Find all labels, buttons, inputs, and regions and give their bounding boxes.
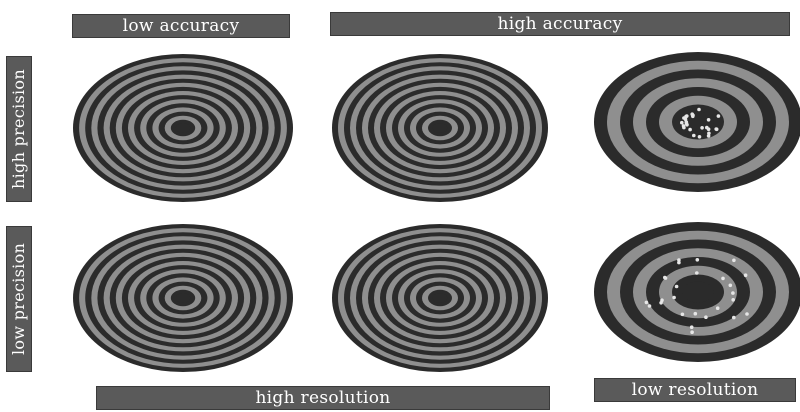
hit-dot [707,132,711,136]
hit-dot [682,126,686,130]
hit-dot [696,258,700,262]
hit-dot [732,259,736,263]
target-2 [332,54,548,202]
target-bullseye [176,123,191,133]
target-bullseye [682,282,713,303]
hit-dot [648,304,652,308]
hit-dot [680,121,684,125]
hit-dot [695,271,699,275]
hit-dot [697,108,701,112]
hit-dot [690,330,694,334]
hit-dot [690,112,694,116]
hit-dot [744,273,748,277]
hit-dot [685,114,689,118]
hit-dot [729,284,733,288]
hit-dot [716,306,720,310]
hit-dot [707,127,711,131]
hit-dot [690,325,694,329]
hit-dot [645,301,649,305]
target-1 [73,54,293,202]
target-6 [594,222,800,362]
hit-dot [694,312,698,316]
hit-dot [688,128,692,132]
target-3 [594,52,800,192]
hit-dot [745,312,749,316]
hit-dot [684,118,688,122]
target-bullseye [176,293,191,303]
hit-dot [660,298,664,302]
hit-dot [732,316,736,320]
target-bullseye [433,293,447,303]
hit-dot [675,285,679,289]
hit-dot [721,277,725,281]
hit-dot [677,258,681,262]
hit-dot [715,128,719,132]
hit-dot [681,313,685,317]
hit-dot [663,276,667,280]
hit-dot [704,315,708,319]
hit-dot [692,134,696,138]
hit-dot [698,135,702,139]
hit-dot [707,118,711,122]
hit-dot [731,291,735,295]
target-5 [332,224,548,372]
target-bullseye [433,123,447,133]
hit-dot [700,126,704,130]
target-4 [73,224,293,372]
hit-dot [717,114,721,118]
hit-dot [685,122,689,126]
hit-dot [672,296,676,300]
hit-dot [731,298,735,302]
